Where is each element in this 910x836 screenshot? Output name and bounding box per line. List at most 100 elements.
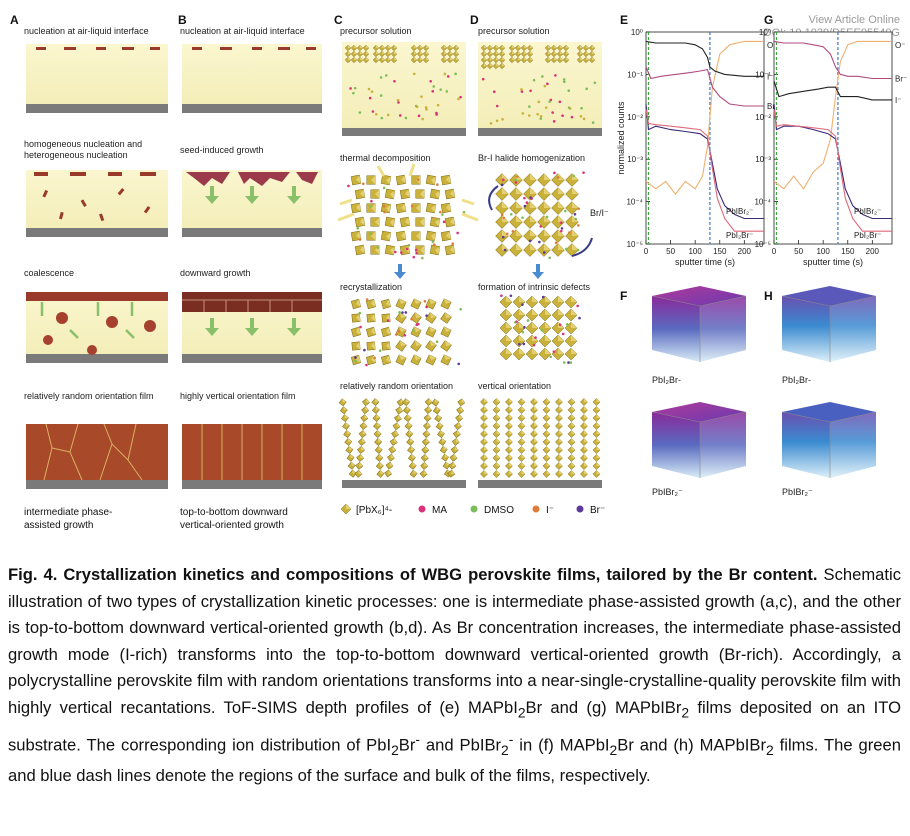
caption-part: in (f) MAPbI — [513, 735, 610, 755]
octahedron-unit — [357, 438, 366, 446]
octahedron-unit — [480, 56, 488, 64]
octahedron-unit — [480, 398, 488, 406]
octahedron-unit — [492, 406, 501, 414]
panel-h-bottom-label: PbIBr₂⁻ — [782, 487, 813, 497]
octahedron-unit — [508, 56, 516, 64]
panel-d-exchange-arrow-left — [488, 185, 499, 211]
octahedron-unit — [344, 44, 352, 52]
octahedron-unit — [480, 414, 488, 422]
octahedron-unit — [505, 438, 513, 446]
octahedron-unit — [551, 243, 565, 257]
octahedron-unit — [567, 462, 576, 470]
series-line — [645, 40, 764, 196]
octahedron-unit — [523, 215, 537, 229]
octahedron-unit — [538, 308, 552, 322]
octahedron-unit — [405, 430, 414, 438]
octahedron-unit — [517, 462, 526, 470]
panel-d-down-arrow-1 — [532, 264, 544, 279]
octahedron-unit — [555, 430, 563, 438]
octahedron-unit — [452, 50, 460, 58]
octahedron-unit — [365, 298, 377, 310]
octahedron-unit — [424, 406, 433, 415]
octahedron-unit — [580, 470, 588, 478]
octahedron-unit — [358, 430, 367, 438]
octahedron-unit — [421, 446, 430, 454]
octahedron-unit — [517, 406, 526, 414]
octahedron-unit — [339, 406, 348, 415]
octahedron-unit — [440, 44, 448, 52]
series-label: I⁻ — [767, 72, 773, 81]
legend-item: Br⁻ — [576, 505, 605, 516]
octahedron-unit — [350, 56, 358, 64]
octahedron-unit — [514, 44, 522, 52]
caption-sub: 2 — [766, 741, 774, 758]
octahedron-unit — [446, 56, 454, 64]
octahedron-unit — [440, 298, 452, 310]
y-tick-label: 10⁻¹ — [755, 70, 771, 79]
octahedron-unit — [344, 50, 352, 58]
octahedron-unit — [399, 188, 411, 200]
octahedron-unit — [505, 422, 513, 430]
octahedron-unit — [517, 446, 526, 454]
octahedron-unit — [505, 414, 513, 422]
octahedron-unit — [360, 414, 369, 423]
octahedron-unit — [492, 422, 501, 430]
octahedron-unit — [580, 406, 588, 414]
octahedron-unit — [366, 175, 376, 185]
panel-a-letter: A — [10, 13, 19, 27]
octahedron-unit — [395, 326, 407, 338]
octahedron-unit — [517, 454, 526, 462]
series-label: Br⁻ — [767, 102, 779, 111]
octahedron-unit — [344, 438, 353, 446]
octahedron-unit — [512, 308, 526, 322]
octahedron-unit — [391, 430, 399, 438]
octahedron-unit — [567, 446, 576, 454]
series-label: PbIBr₂⁻ — [854, 207, 881, 216]
octahedron-unit — [495, 201, 509, 215]
octahedron-unit — [592, 430, 601, 438]
octahedron-unit — [499, 295, 513, 309]
octahedron-unit — [366, 341, 376, 351]
y-tick-label: 10⁻⁴ — [754, 198, 771, 207]
octahedron-unit — [350, 174, 362, 186]
octahedron-unit — [366, 203, 376, 213]
panel-a-substrate-3 — [26, 354, 168, 363]
series-line — [773, 40, 892, 190]
octahedron-unit — [523, 243, 537, 257]
octahedron-unit — [551, 347, 565, 361]
octahedron-unit — [538, 347, 552, 361]
octahedron-unit — [505, 454, 513, 462]
octahedron-unit — [520, 50, 528, 58]
octahedron-unit — [555, 470, 563, 478]
octahedron-unit — [441, 453, 450, 462]
octahedron-unit — [432, 406, 441, 415]
octahedron-unit — [373, 422, 381, 430]
octahedron-unit — [380, 326, 392, 338]
octahedron-unit — [354, 188, 366, 200]
octahedron-unit — [423, 422, 431, 430]
series-label: PbI₂Br⁻ — [726, 231, 753, 240]
octahedron-unit — [555, 462, 563, 470]
panel-b-seeds-2 — [186, 172, 318, 186]
random-column — [371, 398, 385, 478]
octahedron-unit — [370, 217, 380, 227]
octahedron-unit — [449, 453, 458, 462]
octahedron-unit — [592, 414, 601, 422]
octahedron-unit — [530, 414, 538, 422]
view-article-online-link[interactable]: View Article Online — [808, 14, 900, 26]
octahedron-unit — [551, 201, 565, 215]
octahedron-unit — [452, 56, 460, 64]
panel-c: C precursor solution thermal decompositi… — [334, 13, 479, 488]
octahedron-unit — [562, 50, 570, 58]
octahedron-unit — [537, 173, 551, 187]
panel-b-vertical-boundaries — [201, 424, 303, 480]
octahedron-unit — [395, 202, 407, 214]
series-line — [773, 109, 892, 232]
octahedron-unit — [492, 470, 501, 478]
octahedron-unit — [576, 44, 584, 52]
octahedron-unit — [530, 438, 538, 446]
octahedron-unit — [395, 406, 404, 415]
panel-d-letter: D — [470, 13, 479, 27]
octahedron-unit — [514, 50, 522, 58]
panel-b-substrate-4 — [182, 480, 322, 489]
